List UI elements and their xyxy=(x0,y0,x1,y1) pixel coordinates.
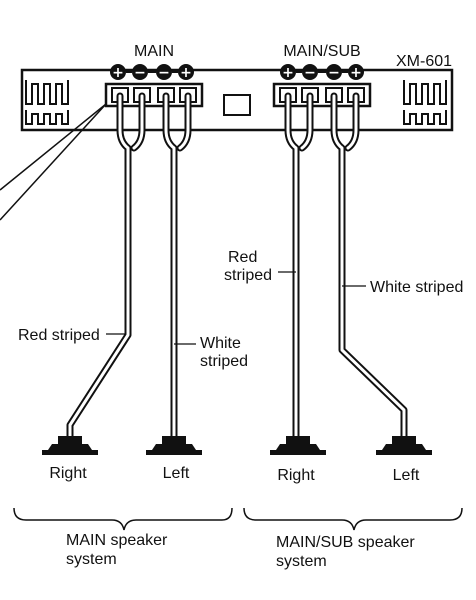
amplifier-center-panel xyxy=(223,94,251,116)
main-sub-polarity-symbols: + − − + xyxy=(280,64,364,81)
wires xyxy=(66,92,408,444)
sub-system-bracket xyxy=(243,507,463,531)
sub-left-wire-label: White striped xyxy=(370,279,463,296)
main-terminal-block xyxy=(104,82,204,108)
model-label: XM-601 xyxy=(396,53,452,70)
main-right-cable xyxy=(66,92,146,444)
speaker-main-left-label: Left xyxy=(163,465,190,482)
plus-symbol: + xyxy=(112,65,124,81)
main-polarity-symbols: + − − + xyxy=(110,64,194,81)
speakers xyxy=(42,436,432,455)
main-left-wire-label-line1: White xyxy=(200,335,241,352)
speaker-sub-right-label: Right xyxy=(277,467,315,484)
plus-symbol: + xyxy=(282,65,294,81)
sub-system-label-line1: MAIN/SUB speaker xyxy=(276,534,415,551)
amplifier: + − − + + − − + xyxy=(20,64,454,132)
plus-symbol: + xyxy=(350,65,362,81)
main-system-label-line1: MAIN speaker xyxy=(66,532,168,549)
main-sub-terminal-block xyxy=(272,82,372,108)
main-left-wire-label-line2: striped xyxy=(200,353,248,370)
system-brackets xyxy=(13,507,463,531)
minus-symbol: − xyxy=(328,65,340,81)
main-right-wire-label: Red striped xyxy=(18,327,100,344)
main-sub-terminal-label: MAIN/SUB xyxy=(283,43,360,60)
plus-symbol: + xyxy=(180,65,192,81)
minus-symbol: − xyxy=(304,65,316,81)
sub-system-label-line2: system xyxy=(276,553,327,570)
speaker-sub-left-label: Left xyxy=(393,467,420,484)
minus-symbol: − xyxy=(134,65,146,81)
main-terminal-label: MAIN xyxy=(134,43,174,60)
sub-left-cable xyxy=(330,92,408,444)
minus-symbol: − xyxy=(158,65,170,81)
left-heatsink xyxy=(25,80,69,125)
speaker-sub-left xyxy=(376,436,432,455)
main-system-label-line2: system xyxy=(66,551,117,568)
callout-leader-lines xyxy=(0,103,107,221)
main-system-bracket xyxy=(13,507,233,531)
main-left-cable xyxy=(162,92,192,444)
sub-right-wire-label-line2: striped xyxy=(224,267,272,284)
sub-right-wire-label-line1: Red xyxy=(228,249,257,266)
sub-right-cable xyxy=(284,92,314,444)
right-heatsink xyxy=(403,80,447,125)
speaker-main-right xyxy=(42,436,98,455)
speaker-main-left xyxy=(146,436,202,455)
speaker-sub-right xyxy=(270,436,326,455)
wire-label-leaders xyxy=(106,271,366,345)
speaker-main-right-label: Right xyxy=(49,465,87,482)
